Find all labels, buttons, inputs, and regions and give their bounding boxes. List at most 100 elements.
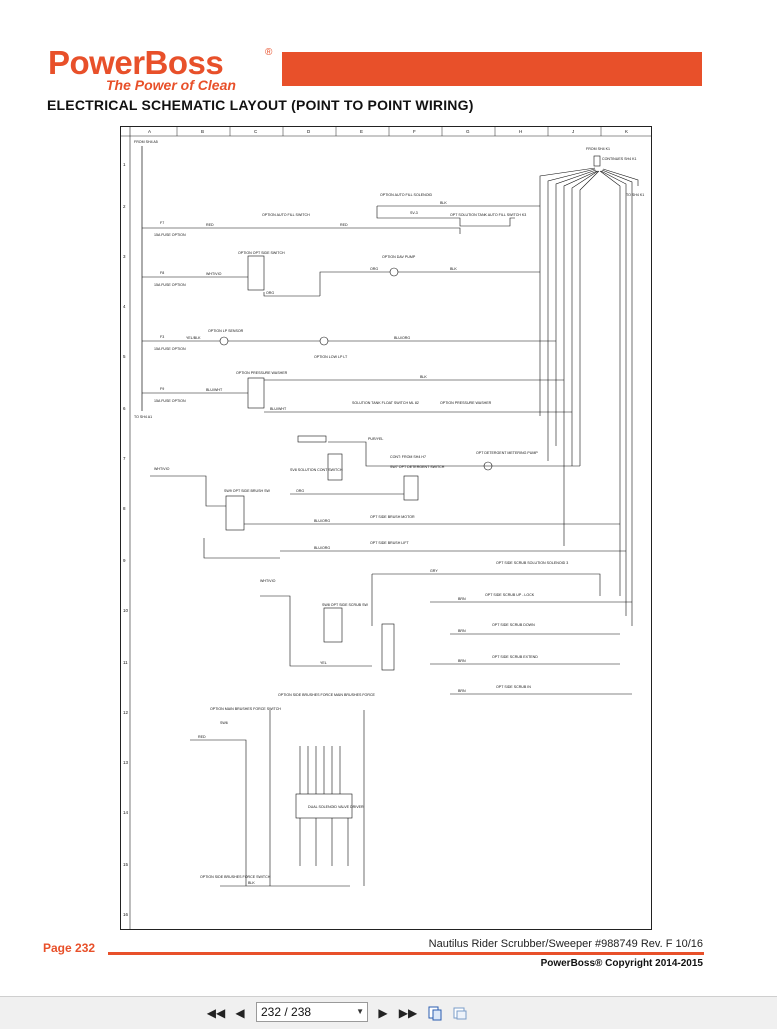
- column-headers: A B C D E F G H J K: [148, 126, 628, 136]
- svg-text:BLU/ORG: BLU/ORG: [314, 546, 330, 550]
- label-from-sh4-a5: FROM SH4 A5: [134, 140, 158, 144]
- svg-text:F7: F7: [160, 221, 164, 225]
- svg-text:BLU/ORG: BLU/ORG: [314, 519, 330, 523]
- svg-text:13: 13: [123, 760, 129, 765]
- svg-text:4: 4: [123, 304, 126, 309]
- previous-page-icon[interactable]: ◀: [235, 1006, 245, 1020]
- svg-text:9: 9: [123, 558, 126, 563]
- svg-text:5: 5: [123, 354, 126, 359]
- svg-text:1: 1: [123, 162, 126, 167]
- col-a: A: [148, 129, 151, 134]
- svg-text:PUR/YEL: PUR/YEL: [368, 437, 383, 441]
- svg-text:F3: F3: [160, 335, 164, 339]
- col-h: H: [519, 129, 522, 134]
- svg-text:15A FUSE OPTION: 15A FUSE OPTION: [154, 283, 186, 287]
- col-g: G: [466, 129, 470, 134]
- powerboss-logo: PowerBoss ® The Power of Clean: [48, 44, 278, 94]
- svg-text:15A FUSE OPTION: 15A FUSE OPTION: [154, 233, 186, 237]
- svg-text:RED: RED: [340, 223, 348, 227]
- fan-wires: [539, 167, 639, 626]
- page-number-select[interactable]: 232 / 238 ▼: [256, 1002, 368, 1022]
- svg-text:BLU/ORG: BLU/ORG: [394, 336, 410, 340]
- svg-text:DUAL SOLENOID VALVE DRIVER: DUAL SOLENOID VALVE DRIVER: [308, 805, 364, 809]
- svg-text:F9: F9: [160, 387, 164, 391]
- col-e: E: [360, 129, 363, 134]
- footer-copyright: PowerBoss® Copyright 2014-2015: [540, 958, 703, 969]
- col-d: D: [307, 129, 311, 134]
- label-from-sh4-k1: FROM SH4 K1: [586, 147, 610, 151]
- footer-divider: [108, 952, 704, 955]
- svg-text:MAIN BRUSHES FORCE: MAIN BRUSHES FORCE: [334, 693, 376, 697]
- svg-text:BLU/WHT: BLU/WHT: [206, 388, 223, 392]
- svg-text:BLK: BLK: [440, 201, 447, 205]
- svg-text:BLK: BLK: [248, 881, 255, 885]
- svg-text:BLU/WHT: BLU/WHT: [270, 407, 287, 411]
- footer-document-info: Nautilus Rider Scrubber/Sweeper #988749 …: [428, 938, 703, 950]
- fit-page-icon[interactable]: [450, 1003, 470, 1023]
- svg-text:BLK: BLK: [450, 267, 457, 271]
- svg-text:ORG: ORG: [266, 291, 274, 295]
- last-page-icon[interactable]: ▶▶: [398, 1006, 418, 1020]
- svg-text:OPTION AUTO FILL SWITCH: OPTION AUTO FILL SWITCH: [262, 213, 310, 217]
- svg-text:GRY: GRY: [430, 569, 438, 573]
- pdf-viewer-toolbar: ◀◀ ◀ 232 / 238 ▼ ▶ ▶▶: [0, 996, 777, 1029]
- svg-text:WHT/VIO: WHT/VIO: [206, 272, 222, 276]
- svg-text:15A FUSE OPTION: 15A FUSE OPTION: [154, 347, 186, 351]
- page-indicator-text: 232 / 238: [261, 1005, 312, 1019]
- svg-text:OPT SOLUTION TANK AUTO FILL SW: OPT SOLUTION TANK AUTO FILL SWITCH K3: [450, 213, 526, 217]
- svg-text:SW6: SW6: [220, 721, 228, 725]
- svg-text:OPT SIDE BRUSH MOTOR: OPT SIDE BRUSH MOTOR: [370, 515, 415, 519]
- col-j: J: [572, 129, 574, 134]
- svg-text:BRN: BRN: [458, 629, 466, 633]
- svg-text:15: 15: [123, 862, 129, 867]
- svg-text:F8: F8: [160, 271, 164, 275]
- svg-text:2: 2: [123, 204, 126, 209]
- svg-text:14: 14: [123, 810, 129, 815]
- svg-text:BLK: BLK: [420, 375, 427, 379]
- svg-text:SV-3: SV-3: [410, 211, 418, 215]
- chevron-down-icon: ▼: [356, 1007, 364, 1016]
- view-mode-icon[interactable]: [425, 1003, 445, 1023]
- svg-text:YEL/BLK: YEL/BLK: [186, 336, 201, 340]
- col-c: C: [254, 129, 258, 134]
- svg-text:BRN: BRN: [458, 689, 466, 693]
- svg-text:OPTION MAIN BRUSHES FORCE SWIT: OPTION MAIN BRUSHES FORCE SWITCH: [210, 707, 281, 711]
- label-to-sh4-k1: TO SH4 K1: [626, 193, 644, 197]
- first-page-icon[interactable]: ◀◀: [206, 1006, 226, 1020]
- svg-text:OPT SIDE SCRUB UP - LOCK: OPT SIDE SCRUB UP - LOCK: [485, 593, 535, 597]
- svg-text:SOLUTION TANK FLOAT SWITCH ML: SOLUTION TANK FLOAT SWITCH ML 82: [352, 401, 419, 405]
- header-accent-bar: [282, 52, 702, 86]
- logo-tagline: The Power of Clean: [106, 77, 236, 93]
- svg-text:OPT DETERGENT METERING PUMP: OPT DETERGENT METERING PUMP: [476, 451, 538, 455]
- svg-text:BRN: BRN: [458, 597, 466, 601]
- svg-text:YEL: YEL: [320, 661, 327, 665]
- svg-text:OPT SIDE SCRUB DOWN: OPT SIDE SCRUB DOWN: [492, 623, 535, 627]
- svg-text:OPTION PRESSURE WASHER: OPTION PRESSURE WASHER: [440, 401, 492, 405]
- svg-text:11: 11: [123, 660, 128, 665]
- svg-text:OPTION PRESSURE WASHER: OPTION PRESSURE WASHER: [236, 371, 288, 375]
- label-to-sh4-a1: TO SH4 A1: [134, 415, 152, 419]
- svg-text:12: 12: [123, 710, 129, 715]
- page-title: ELECTRICAL SCHEMATIC LAYOUT (POINT TO PO…: [47, 97, 474, 113]
- svg-text:OPTION AUTO FILL SOLENOID: OPTION AUTO FILL SOLENOID: [380, 193, 433, 197]
- row-numbers: 1 2 3 4 5 6 7 8 9 10 11 12 13 14 15 16: [123, 162, 129, 917]
- electrical-schematic: A B C D E F G H J K 1 2 3 4 5 6 7 8 9 10…: [120, 126, 652, 930]
- logo-brand: PowerBoss: [48, 44, 224, 81]
- svg-text:OPTION SIDE BRUSHES FORCE: OPTION SIDE BRUSHES FORCE: [278, 693, 334, 697]
- footer-page-number: Page 232: [43, 941, 96, 955]
- svg-text:8: 8: [123, 506, 126, 511]
- col-f: F: [413, 129, 416, 134]
- svg-text:OPTION SIDE BRUSHES FORCE SWIT: OPTION SIDE BRUSHES FORCE SWITCH: [200, 875, 271, 879]
- svg-text:15A FUSE OPTION: 15A FUSE OPTION: [154, 399, 186, 403]
- svg-text:BRN: BRN: [458, 659, 466, 663]
- svg-text:10: 10: [123, 608, 129, 613]
- svg-text:OPTION OPT SIDE SWITCH: OPTION OPT SIDE SWITCH: [238, 251, 285, 255]
- svg-text:OPT SIDE BRUSH LIFT: OPT SIDE BRUSH LIFT: [370, 541, 409, 545]
- svg-text:6: 6: [123, 406, 126, 411]
- svg-text:SW7 OPT DETERGENT SWITCH: SW7 OPT DETERGENT SWITCH: [390, 465, 445, 469]
- col-b: B: [201, 129, 204, 134]
- svg-text:RED: RED: [206, 223, 214, 227]
- next-page-icon[interactable]: ▶: [378, 1006, 388, 1020]
- svg-text:3: 3: [123, 254, 126, 259]
- label-continues-sh4: CONTINUES SH4 K1: [602, 157, 637, 161]
